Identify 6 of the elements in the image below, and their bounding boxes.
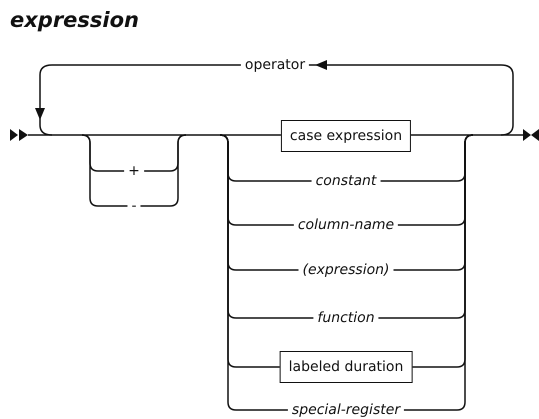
syntax-term-box: labeled duration — [280, 351, 412, 383]
syntax-variable: special-register — [288, 401, 404, 419]
syntax-term-box: case expression — [280, 120, 412, 152]
diagram-title: expression — [10, 8, 139, 32]
syntax-variable: (expression) — [298, 261, 394, 279]
loop-label: operator — [240, 56, 310, 74]
